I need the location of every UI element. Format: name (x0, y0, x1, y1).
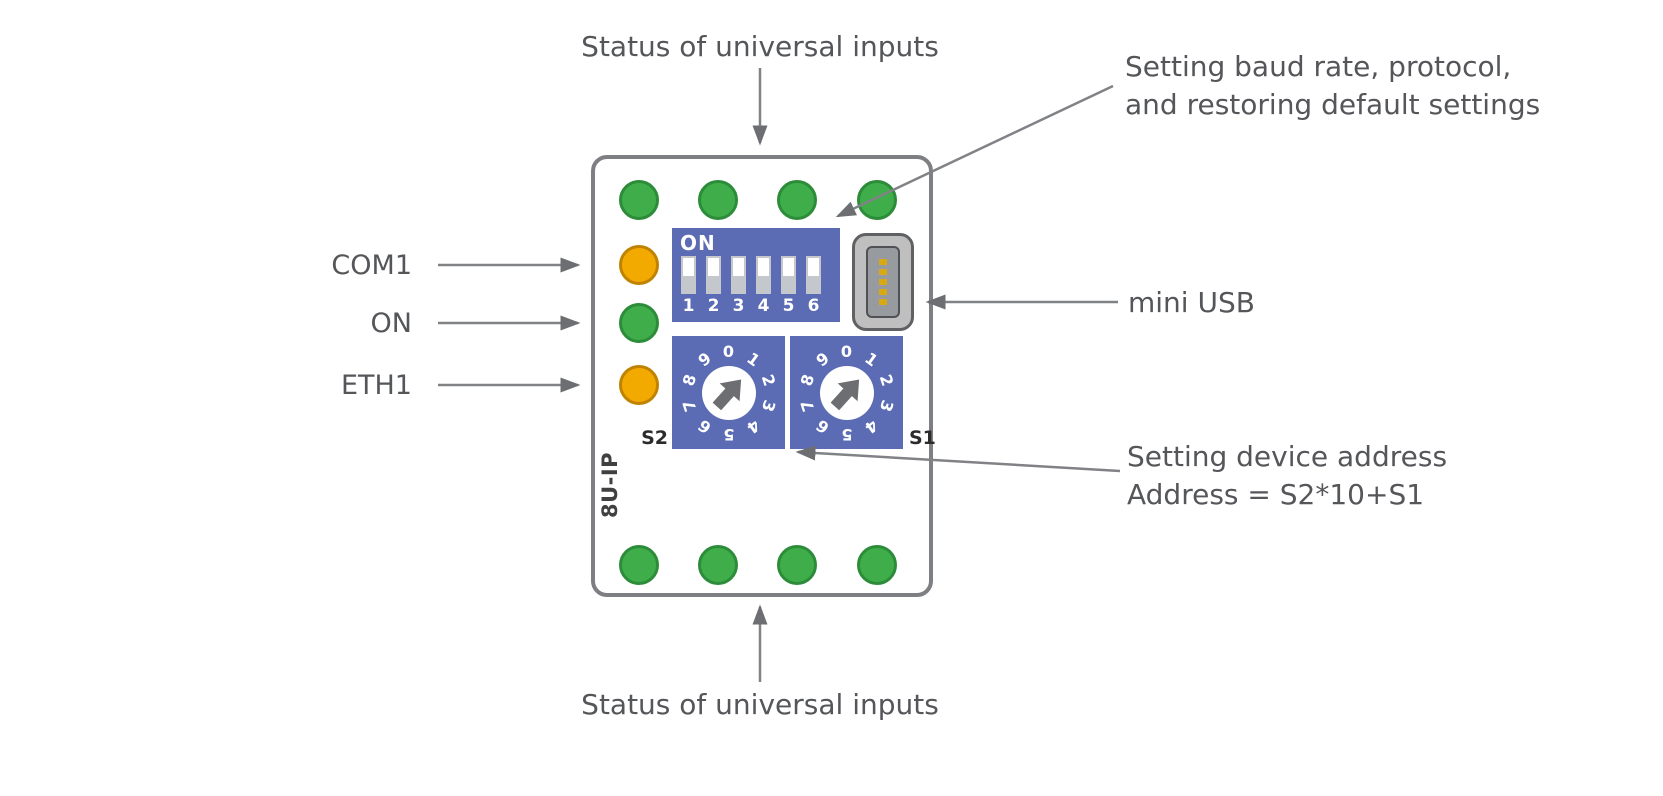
label-com1: COM1 (331, 250, 412, 281)
label-mini-usb: mini USB (1128, 286, 1255, 319)
dip-number-3: 3 (732, 296, 745, 316)
rotary-s1-label: S1 (909, 427, 936, 449)
rotary-s2-digit-2: 2 (757, 371, 779, 388)
dip-number-5: 5 (782, 296, 795, 316)
rotary-s1-knob (819, 365, 874, 420)
dip-lever-5 (783, 258, 794, 276)
usb-pin-2 (879, 269, 887, 275)
led-top-4 (857, 180, 897, 220)
led-top-3 (777, 180, 817, 220)
usb-pin-3 (879, 279, 887, 285)
led-top-1 (619, 180, 659, 220)
dip-switch-3 (731, 256, 746, 294)
led-bottom-3 (777, 545, 817, 585)
rotary-s1-digit-5: 5 (840, 424, 853, 444)
dip-switch-2 (706, 256, 721, 294)
dip-number-6: 6 (807, 296, 820, 316)
rotary-s2-knob (701, 365, 756, 420)
dip-switch-5 (781, 256, 796, 294)
label-address-line2: Address = S2*10+S1 (1127, 478, 1425, 511)
rotary-s1-digit-8: 8 (796, 371, 818, 388)
rotary-knob-arrow-icon (830, 379, 859, 410)
rotary-s1-digit-7: 7 (796, 397, 818, 414)
led-bottom-2 (698, 545, 738, 585)
model-label: 8U-IP (598, 451, 622, 519)
led-eth1 (619, 365, 659, 405)
dip-lever-1 (683, 258, 694, 276)
label-eth1: ETH1 (340, 370, 412, 401)
dip-switch-4 (756, 256, 771, 294)
led-top-2 (698, 180, 738, 220)
mini-usb-cavity (866, 246, 900, 318)
led-bottom-1 (619, 545, 659, 585)
dip-switch-row (672, 256, 840, 294)
dip-switch-6 (806, 256, 821, 294)
dip-number-4: 4 (757, 296, 770, 316)
rotary-switch-s1: 0 1 2 3 4 5 6 7 8 9 (790, 336, 903, 449)
dip-switch-block: ON 1 2 3 4 5 6 (672, 228, 840, 322)
rotary-s2-digit-3: 3 (757, 397, 779, 414)
rotary-s1-digit-3: 3 (875, 397, 897, 414)
label-device-address: Setting device address Address = S2*10+S… (1127, 438, 1647, 514)
usb-pin-4 (879, 289, 887, 295)
label-baud-line1: Setting baud rate, protocol, (1125, 50, 1512, 83)
mini-usb-connector (852, 233, 914, 331)
rotary-s2-digit-5: 5 (722, 424, 735, 444)
led-com1 (619, 245, 659, 285)
dip-number-1: 1 (682, 296, 695, 316)
dip-lever-6 (808, 258, 819, 276)
led-on (619, 303, 659, 343)
label-on: ON (370, 308, 412, 339)
usb-pin-1 (879, 259, 887, 265)
dip-on-label: ON (680, 231, 716, 255)
dip-number-2: 2 (707, 296, 720, 316)
label-baud-line2: and restoring default settings (1125, 88, 1541, 121)
rotary-s2-label: S2 (641, 427, 668, 449)
rotary-s2-digit-8: 8 (678, 371, 700, 388)
dip-lever-2 (708, 258, 719, 276)
dip-switch-1 (681, 256, 696, 294)
label-baud-setting: Setting baud rate, protocol, and restori… (1125, 48, 1645, 124)
rotary-knob-arrow-icon (712, 379, 741, 410)
label-address-line1: Setting device address (1127, 440, 1448, 473)
rotary-s1-digit-2: 2 (875, 371, 897, 388)
rotary-switch-s2: 0 1 2 3 4 5 6 7 8 9 (672, 336, 785, 449)
label-bottom-status: Status of universal inputs (581, 688, 939, 721)
rotary-s2-digit-0: 0 (722, 341, 735, 361)
dip-lever-4 (758, 258, 769, 276)
dip-lever-3 (733, 258, 744, 276)
rotary-s1-digit-0: 0 (840, 341, 853, 361)
rotary-s2-digit-7: 7 (678, 397, 700, 414)
dip-number-row: 1 2 3 4 5 6 (672, 296, 840, 316)
label-top-status: Status of universal inputs (581, 30, 939, 63)
led-bottom-4 (857, 545, 897, 585)
usb-pin-5 (879, 299, 887, 305)
